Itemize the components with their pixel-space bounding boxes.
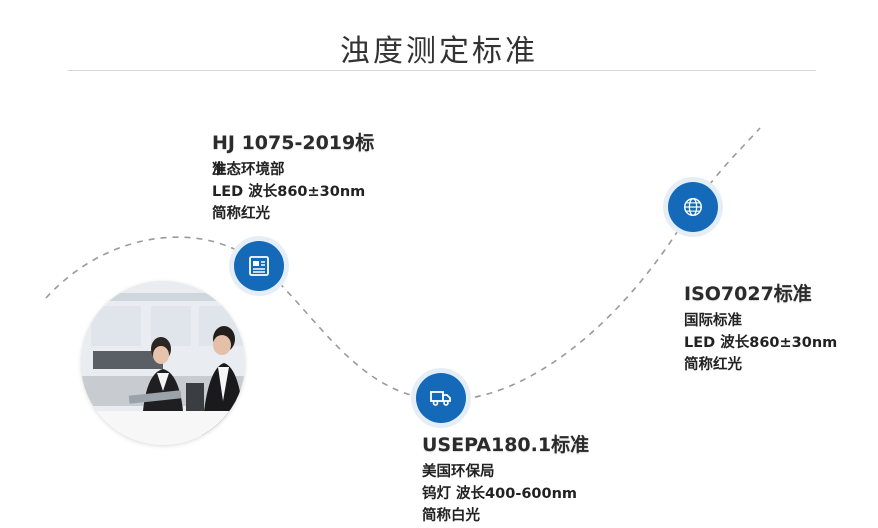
globe-icon [684,198,702,216]
standard-issuer: 国际标准 [684,313,742,329]
standard-shortname: 简称红光 [684,357,742,373]
truck-icon-node [416,373,466,423]
standard-block-usepa: USEPA180.1标准 美国环保局 钨灯 波长400-600nm 简称白光 [422,430,589,527]
standard-block-hj1075: HJ 1075-2019标 准 生态环境部 LED 波长860±30nm 简称红… [212,128,374,225]
document-icon-node [234,241,284,291]
page-title: 浊度测定标准 [340,34,538,69]
standard-title: USEPA180.1标准 [422,434,590,456]
standard-title-wrap: 准 [212,162,227,178]
globe-icon-node [668,182,718,232]
standard-title: ISO7027标准 [684,283,812,305]
standard-issuer: 生态环境部 [212,162,285,178]
standard-block-iso7027: ISO7027标准 国际标准 LED 波长860±30nm 简称红光 [684,279,837,376]
standard-wavelength: 钨灯 波长400-600nm [422,486,578,502]
standard-title: HJ 1075-2019标 [212,132,375,154]
standard-shortname: 简称白光 [422,508,480,524]
title-divider [68,70,816,71]
document-icon [249,256,269,276]
standard-wavelength: LED 波长860±30nm [684,335,838,351]
standard-shortname: 简称红光 [212,206,270,222]
office-workers-photo [81,281,245,445]
standard-issuer: 美国环保局 [422,464,495,480]
truck-icon [430,391,451,406]
standard-wavelength: LED 波长860±30nm [212,184,366,200]
